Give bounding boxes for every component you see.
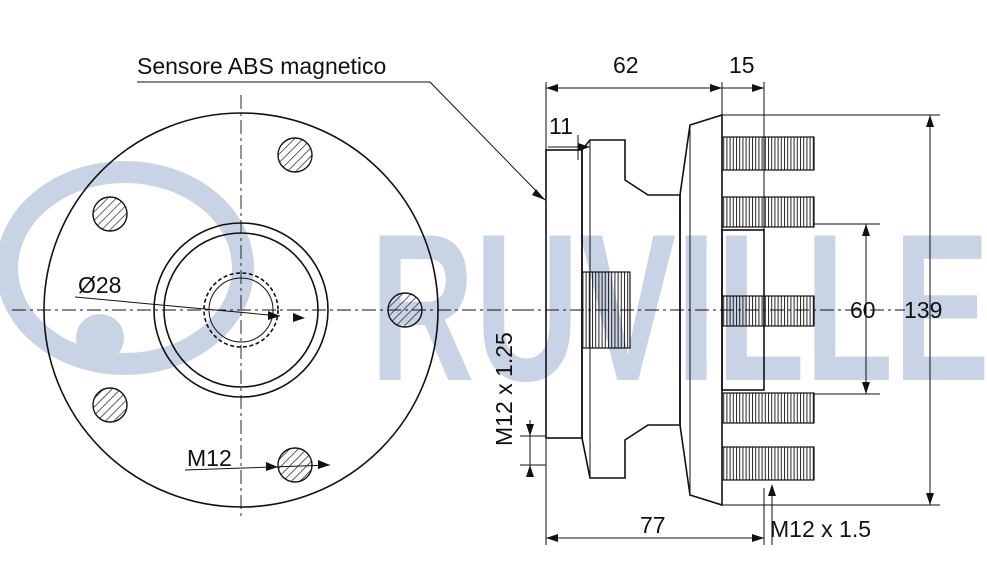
wheel-stud bbox=[721, 136, 815, 171]
wheel-stud bbox=[721, 196, 815, 228]
dim-62-label: 62 bbox=[613, 52, 639, 78]
logo-dot bbox=[76, 314, 124, 362]
logo-ring bbox=[0, 161, 254, 375]
dim-60-label: 60 bbox=[850, 297, 876, 323]
dimensions: 62 15 11 60 139 77 M12 x bbox=[491, 52, 942, 545]
brand-watermark: RUVILLE bbox=[0, 161, 987, 425]
wheel-stud bbox=[721, 446, 815, 481]
m12-leader bbox=[184, 464, 331, 471]
brand-watermark-text: RUVILLE bbox=[370, 190, 987, 425]
dim-77-label: 77 bbox=[640, 512, 666, 538]
dia28-label: Ø28 bbox=[78, 272, 121, 298]
sensor-label: Sensore ABS magnetico bbox=[137, 53, 386, 79]
front-view: Ø28 M12 bbox=[12, 95, 520, 520]
dia28-leader bbox=[74, 296, 281, 317]
spline-bore bbox=[203, 272, 279, 348]
sensor-leader bbox=[429, 81, 546, 201]
wheel-stud bbox=[721, 392, 815, 424]
bolt-hole bbox=[277, 137, 313, 173]
sensor-callout: Sensore ABS magnetico bbox=[137, 53, 546, 201]
dia28-arrow bbox=[268, 311, 280, 320]
bolt-hole bbox=[277, 447, 313, 483]
hub-thread-label: M12 x 1.25 bbox=[491, 332, 517, 446]
bolt-hole bbox=[92, 196, 128, 232]
m12-label: M12 bbox=[187, 445, 232, 471]
dim-15-label: 15 bbox=[729, 52, 755, 78]
dim-11-label: 11 bbox=[549, 113, 573, 139]
wheel-stud bbox=[721, 295, 815, 327]
dim-139-label: 139 bbox=[904, 297, 942, 323]
bolt-hole bbox=[92, 387, 128, 423]
stud-thread-label: M12 x 1.5 bbox=[770, 516, 871, 542]
